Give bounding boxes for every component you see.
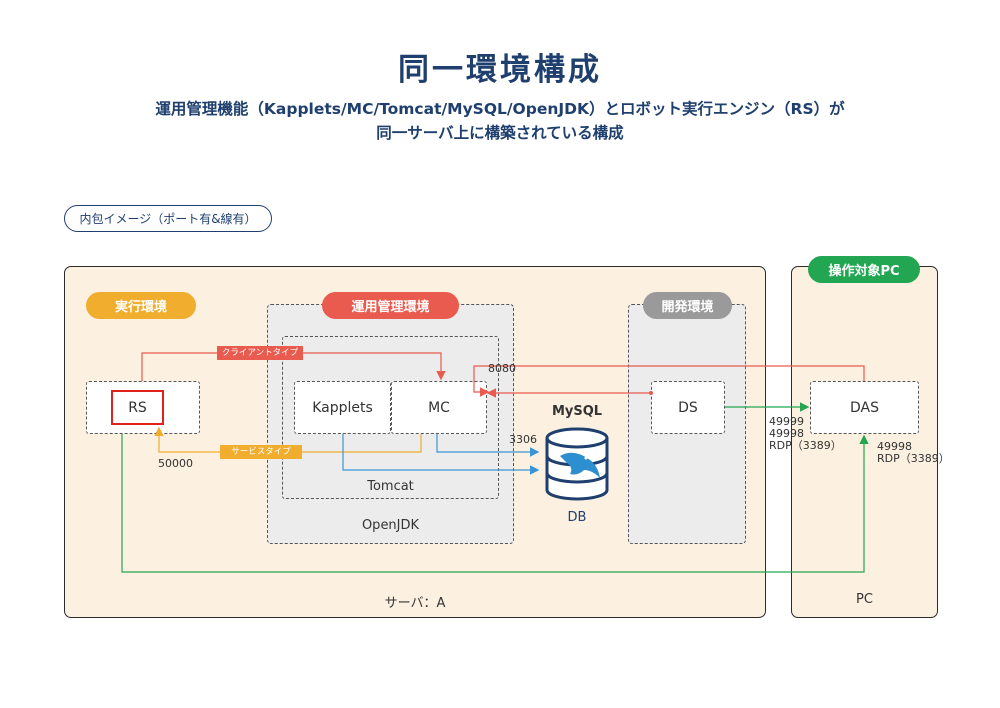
page-title: 同一環境構成 [398, 52, 602, 88]
ds-das-port-1: 49999 [769, 415, 804, 428]
mc-node: MC [391, 381, 487, 434]
ds-das-port-3: RDP（3389） [769, 439, 842, 452]
kapplets-to-db-line [342, 434, 540, 475]
image-type-badge: 内包イメージ（ポート有&線有） [64, 205, 272, 232]
port-50000-label: 50000 [158, 457, 193, 470]
mysql-db-icon [545, 427, 609, 501]
server-a-label: サーバ：A [384, 596, 446, 611]
das-to-mc-line [473, 365, 865, 397]
kapplets-node: Kapplets [294, 381, 391, 434]
rs-das-port-2: RDP（3389） [877, 452, 950, 465]
ds-to-mc-dot [649, 391, 653, 395]
port-3306-label: 3306 [509, 433, 537, 446]
rs-highlight-box: RS [111, 390, 164, 425]
ds-node: DS [651, 381, 725, 434]
mc-to-db-line [436, 434, 540, 457]
pc-label: PC [856, 592, 873, 607]
dev-env-tag: 開発環境 [643, 292, 732, 319]
subtitle-line-1: 運用管理機能（Kapplets/MC/Tomcat/MySQL/OpenJDK）… [155, 100, 845, 118]
pc-target-tag: 操作対象PC [808, 256, 920, 283]
tomcat-zone [282, 336, 499, 499]
tomcat-label: Tomcat [367, 479, 414, 494]
rs-label: RS [128, 399, 147, 416]
port-8080-label: 8080 [488, 362, 516, 375]
openjdk-label: OpenJDK [361, 518, 420, 533]
db-label: DB [567, 510, 587, 525]
rs-to-das-line [121, 434, 869, 573]
rs-das-ports: 49998 RDP（3389） [877, 441, 950, 465]
subtitle-line-2: 同一サーバ上に構築されている構成 [376, 124, 624, 142]
service-type-tag: サービスタイプ [220, 445, 302, 459]
ds-das-ports: 49999 49998 RDP（3389） [769, 416, 842, 452]
mgmt-env-tag: 運用管理環境 [322, 292, 459, 319]
mysql-label: MySQL [551, 404, 603, 419]
client-type-tag: クライアントタイプ [217, 346, 303, 360]
ds-das-port-2: 49998 [769, 427, 804, 440]
rs-das-port-1: 49998 [877, 440, 912, 453]
das-node: DAS [810, 381, 919, 434]
page-subtitle: 運用管理機能（Kapplets/MC/Tomcat/MySQL/OpenJDK）… [0, 97, 1000, 145]
exec-env-tag: 実行環境 [86, 292, 196, 319]
